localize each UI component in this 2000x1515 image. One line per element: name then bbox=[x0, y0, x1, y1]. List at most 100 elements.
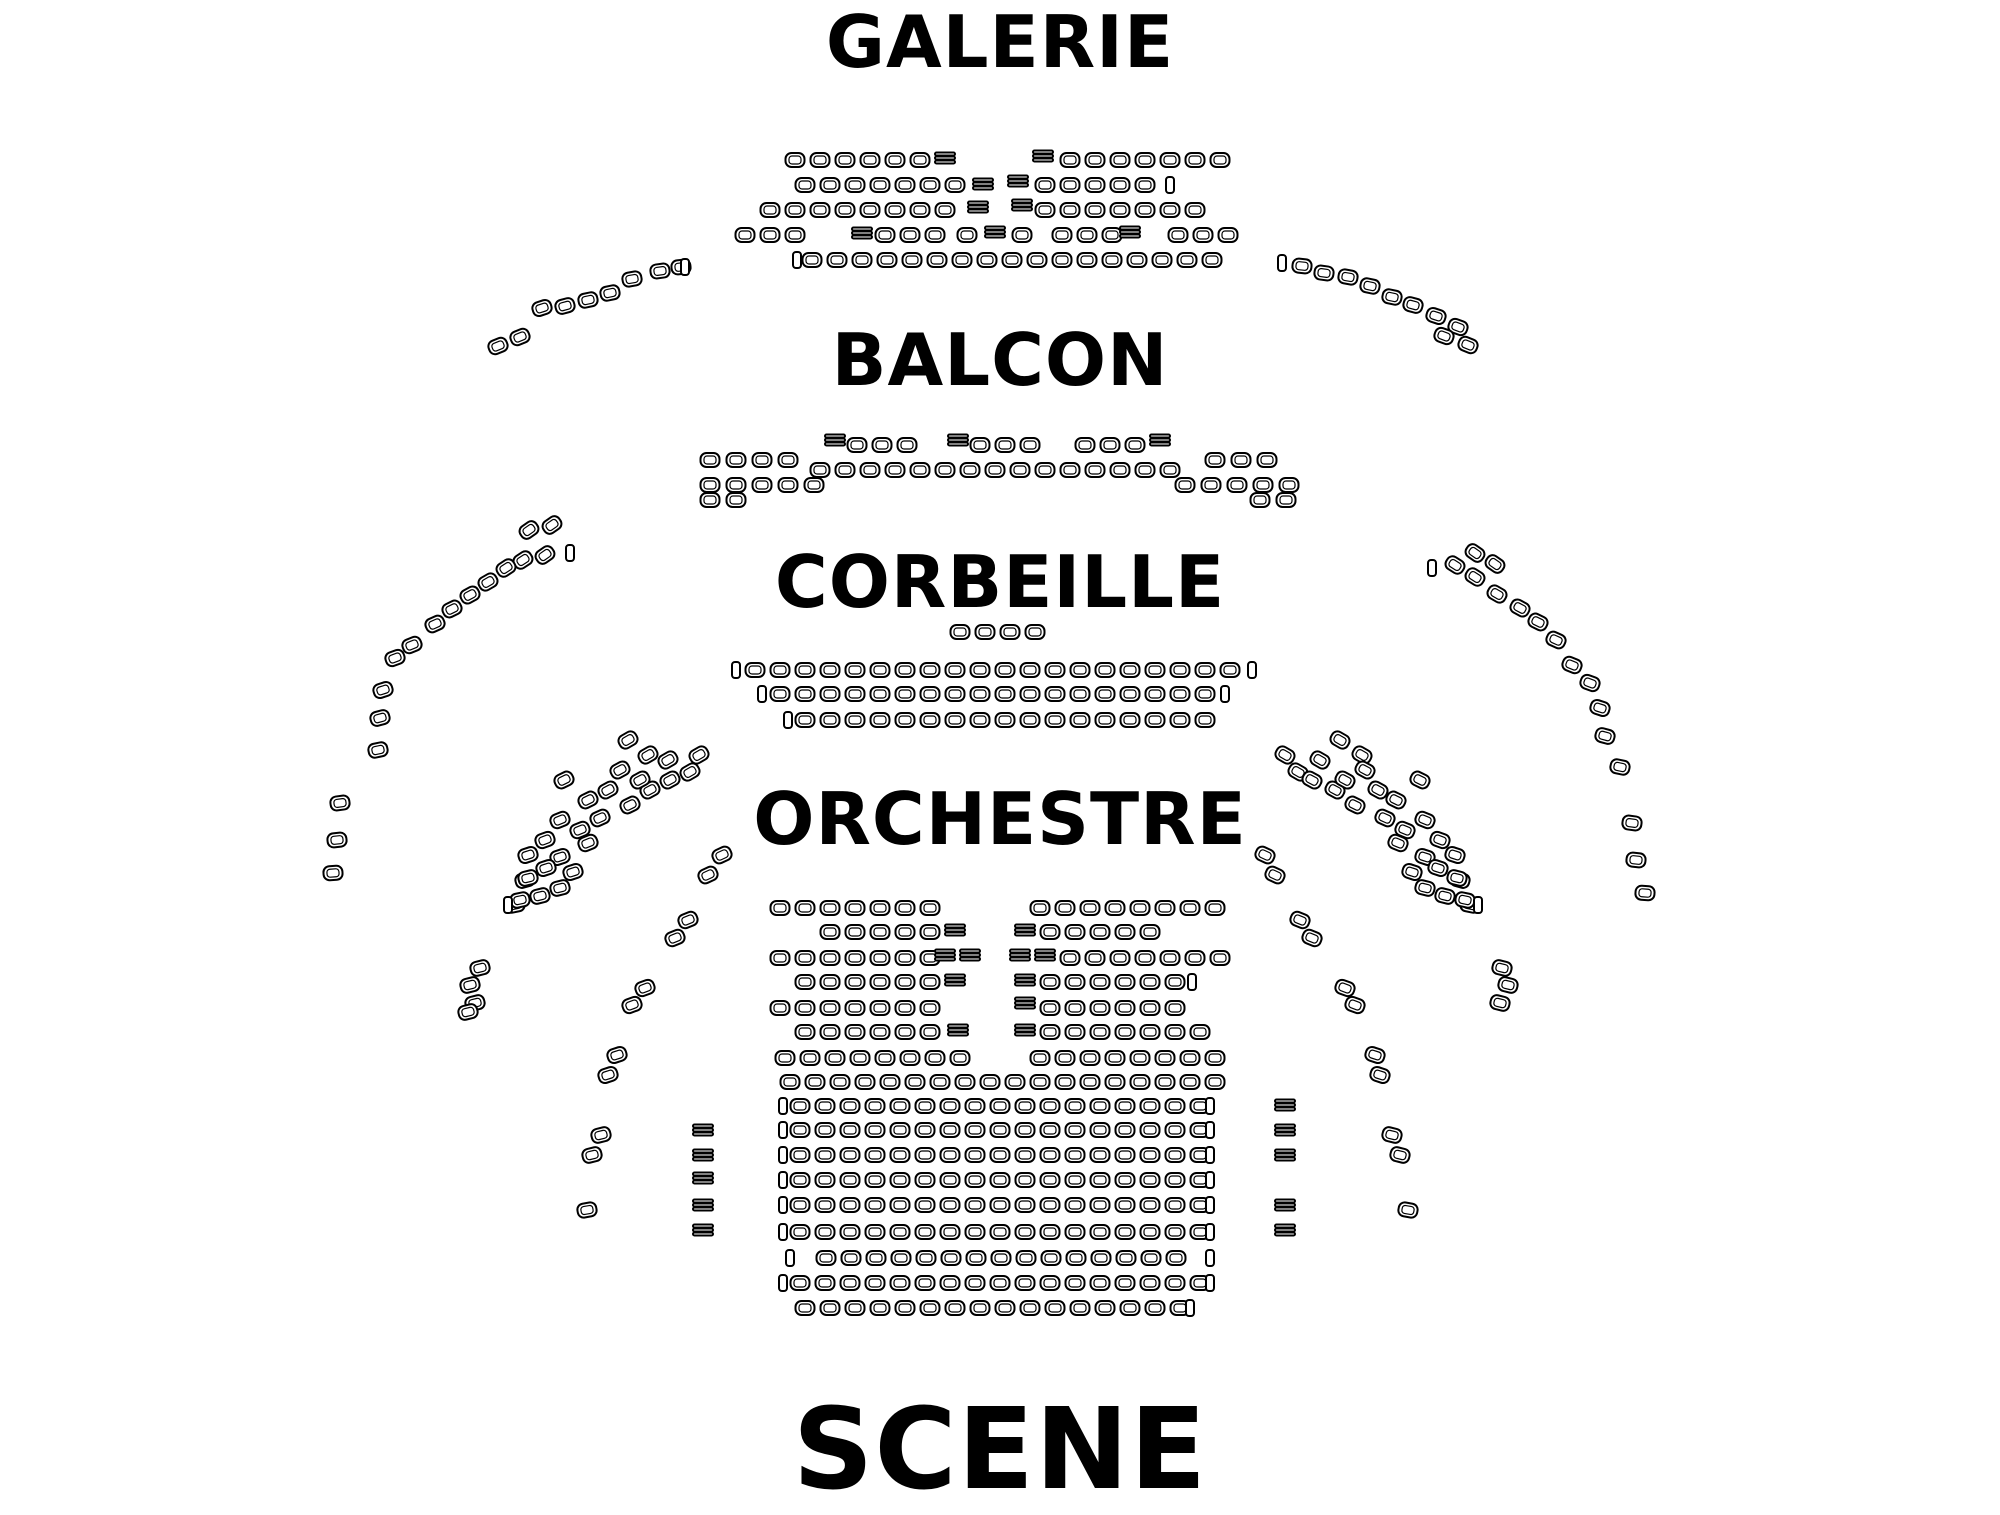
seat[interactable] bbox=[1174, 477, 1196, 493]
seat[interactable] bbox=[999, 624, 1021, 640]
jump-seat[interactable] bbox=[1165, 176, 1175, 194]
seat[interactable] bbox=[819, 1024, 841, 1040]
seat[interactable] bbox=[889, 1147, 911, 1163]
seat[interactable] bbox=[1094, 662, 1116, 678]
jump-seat[interactable] bbox=[1185, 1299, 1195, 1317]
seat[interactable] bbox=[1114, 1172, 1136, 1188]
seat[interactable] bbox=[919, 177, 941, 193]
seat[interactable] bbox=[1364, 1045, 1386, 1065]
jump-seat[interactable] bbox=[565, 544, 575, 562]
seat[interactable] bbox=[869, 900, 891, 916]
seat[interactable] bbox=[1089, 1275, 1111, 1291]
seat[interactable] bbox=[1039, 1024, 1061, 1040]
seat[interactable] bbox=[819, 662, 841, 678]
seat[interactable] bbox=[1139, 1224, 1161, 1240]
seat[interactable] bbox=[1114, 1275, 1136, 1291]
jump-seat[interactable] bbox=[778, 1171, 788, 1189]
seat[interactable] bbox=[859, 202, 881, 218]
seat[interactable] bbox=[965, 1250, 987, 1266]
seat[interactable] bbox=[814, 1224, 836, 1240]
seat[interactable] bbox=[1114, 1122, 1136, 1138]
seat[interactable] bbox=[440, 599, 463, 620]
seat[interactable] bbox=[1256, 452, 1278, 468]
seat[interactable] bbox=[1140, 1250, 1162, 1266]
folding-seat[interactable] bbox=[824, 433, 846, 447]
seat[interactable] bbox=[1169, 686, 1191, 702]
seat[interactable] bbox=[1074, 437, 1096, 453]
seat[interactable] bbox=[1019, 712, 1041, 728]
seat[interactable] bbox=[1164, 1098, 1186, 1114]
jump-seat[interactable] bbox=[1205, 1146, 1215, 1164]
seat[interactable] bbox=[909, 202, 931, 218]
jump-seat[interactable] bbox=[1205, 1171, 1215, 1189]
folding-seat[interactable] bbox=[1014, 1023, 1036, 1037]
seat[interactable] bbox=[926, 252, 948, 268]
jump-seat[interactable] bbox=[757, 685, 767, 703]
seat[interactable] bbox=[1064, 1147, 1086, 1163]
seat[interactable] bbox=[1109, 177, 1131, 193]
seat[interactable] bbox=[864, 1147, 886, 1163]
seat[interactable] bbox=[1209, 152, 1231, 168]
seat[interactable] bbox=[1034, 202, 1056, 218]
seat[interactable] bbox=[597, 1065, 619, 1085]
seat[interactable] bbox=[869, 974, 891, 990]
seat[interactable] bbox=[628, 769, 651, 790]
seat[interactable] bbox=[1129, 900, 1151, 916]
seat[interactable] bbox=[884, 462, 906, 478]
jump-seat[interactable] bbox=[1247, 661, 1257, 679]
seat[interactable] bbox=[864, 1098, 886, 1114]
seat[interactable] bbox=[819, 177, 841, 193]
seat[interactable] bbox=[562, 862, 584, 882]
jump-seat[interactable] bbox=[1205, 1196, 1215, 1214]
seat[interactable] bbox=[1425, 306, 1447, 326]
seat[interactable] bbox=[819, 900, 841, 916]
seat[interactable] bbox=[789, 1147, 811, 1163]
seat[interactable] bbox=[699, 452, 721, 468]
seat[interactable] bbox=[509, 327, 532, 347]
seat[interactable] bbox=[1343, 795, 1366, 816]
seat[interactable] bbox=[794, 900, 816, 916]
seat[interactable] bbox=[1019, 662, 1041, 678]
seat[interactable] bbox=[774, 1050, 796, 1066]
seat[interactable] bbox=[1179, 900, 1201, 916]
seat[interactable] bbox=[588, 808, 611, 829]
seat[interactable] bbox=[1084, 152, 1106, 168]
seat[interactable] bbox=[819, 1000, 841, 1016]
seat[interactable] bbox=[834, 202, 856, 218]
seat[interactable] bbox=[819, 924, 841, 940]
seat[interactable] bbox=[1164, 1000, 1186, 1016]
seat[interactable] bbox=[844, 950, 866, 966]
seat[interactable] bbox=[1134, 177, 1156, 193]
folding-seat[interactable] bbox=[1032, 149, 1054, 163]
seat[interactable] bbox=[1034, 462, 1056, 478]
seat[interactable] bbox=[1114, 974, 1136, 990]
seat[interactable] bbox=[844, 924, 866, 940]
seat[interactable] bbox=[839, 1224, 861, 1240]
seat[interactable] bbox=[896, 437, 918, 453]
seat[interactable] bbox=[1064, 1197, 1086, 1213]
seat[interactable] bbox=[457, 1003, 479, 1021]
seat[interactable] bbox=[1051, 227, 1073, 243]
seat[interactable] bbox=[1165, 1250, 1187, 1266]
seat[interactable] bbox=[809, 152, 831, 168]
folding-seat[interactable] bbox=[1274, 1223, 1296, 1237]
seat[interactable] bbox=[1300, 769, 1323, 790]
seat[interactable] bbox=[577, 291, 599, 309]
seat[interactable] bbox=[794, 1024, 816, 1040]
seat[interactable] bbox=[865, 1250, 887, 1266]
seat[interactable] bbox=[839, 1122, 861, 1138]
seat[interactable] bbox=[1408, 770, 1431, 791]
seat[interactable] bbox=[1194, 686, 1216, 702]
seat[interactable] bbox=[322, 864, 344, 882]
seat[interactable] bbox=[1079, 1074, 1101, 1090]
seat[interactable] bbox=[1164, 1147, 1186, 1163]
folding-seat[interactable] bbox=[1119, 225, 1141, 239]
seat[interactable] bbox=[1226, 477, 1248, 493]
seat[interactable] bbox=[939, 1197, 961, 1213]
seat[interactable] bbox=[919, 662, 941, 678]
seat[interactable] bbox=[1353, 759, 1376, 780]
seat[interactable] bbox=[1359, 277, 1381, 295]
seat[interactable] bbox=[1344, 995, 1367, 1015]
seat[interactable] bbox=[889, 1098, 911, 1114]
seat[interactable] bbox=[1129, 1050, 1151, 1066]
